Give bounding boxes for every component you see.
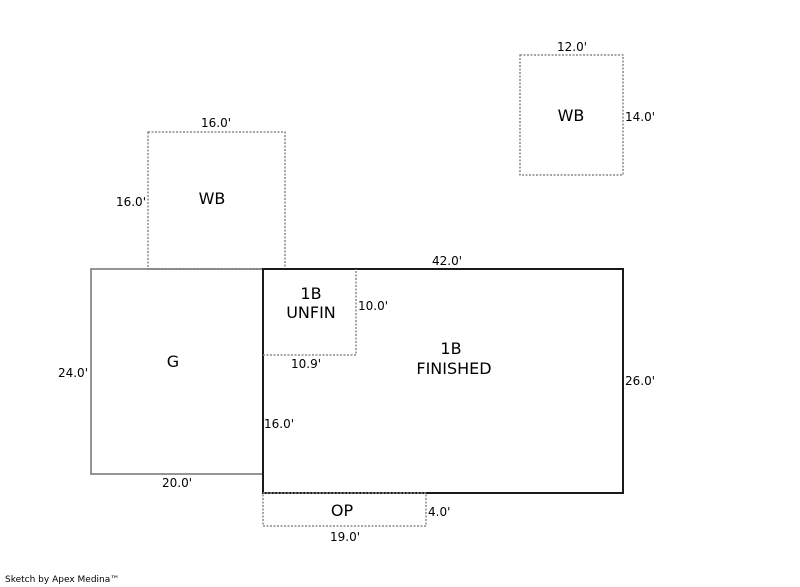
area-1b-unfin: 1B UNFIN 10.0' 10.9' <box>263 269 388 371</box>
1b-finished-top-dimension: 42.0' <box>432 254 462 268</box>
open-porch-right-dimension: 4.0' <box>428 505 450 519</box>
wb-top-right-right-dimension: 14.0' <box>625 110 655 124</box>
wb-left-label: WB <box>199 189 226 208</box>
wb-left-top-dimension: 16.0' <box>201 116 231 130</box>
wb-top-right-top-dimension: 12.0' <box>557 40 587 54</box>
wb-left-outline <box>147 131 286 270</box>
wb-left-left-dimension: 16.0' <box>116 195 146 209</box>
1b-finished-label-line2: FINISHED <box>416 359 491 378</box>
area-garage: G 24.0' 20.0' <box>58 268 264 490</box>
open-porch-label: OP <box>331 501 354 520</box>
1b-finished-right-dimension: 26.0' <box>625 374 655 388</box>
1b-unfin-bottom-dimension: 10.9' <box>291 357 321 371</box>
wb-top-right-outline <box>519 54 624 176</box>
area-wb-top-right: WB 12.0' 14.0' <box>519 40 655 176</box>
wb-top-right-label: WB <box>558 106 585 125</box>
1b-finished-outline <box>262 268 624 494</box>
garage-left-dimension: 24.0' <box>58 366 88 380</box>
1b-unfin-outline <box>263 269 357 356</box>
garage-label: G <box>167 352 179 371</box>
open-porch-bottom-dimension: 19.0' <box>330 530 360 544</box>
garage-bottom-dimension: 20.0' <box>162 476 192 490</box>
1b-unfin-right-dimension: 10.0' <box>358 299 388 313</box>
garage-outline <box>90 268 264 475</box>
1b-finished-left-dimension: 16.0' <box>264 417 294 431</box>
area-1b-finished: 1B FINISHED 42.0' 26.0' 16.0' <box>262 254 655 494</box>
1b-finished-label-line1: 1B <box>440 339 461 358</box>
sketch-credit: Sketch by Apex Medina™ <box>5 575 119 585</box>
1b-unfin-label-line1: 1B <box>300 284 321 303</box>
area-open-porch: OP 4.0' 19.0' <box>262 492 450 544</box>
open-porch-outline <box>262 492 427 527</box>
1b-unfin-label-line2: UNFIN <box>286 303 336 322</box>
area-wb-left: WB 16.0' 16.0' <box>116 116 286 270</box>
